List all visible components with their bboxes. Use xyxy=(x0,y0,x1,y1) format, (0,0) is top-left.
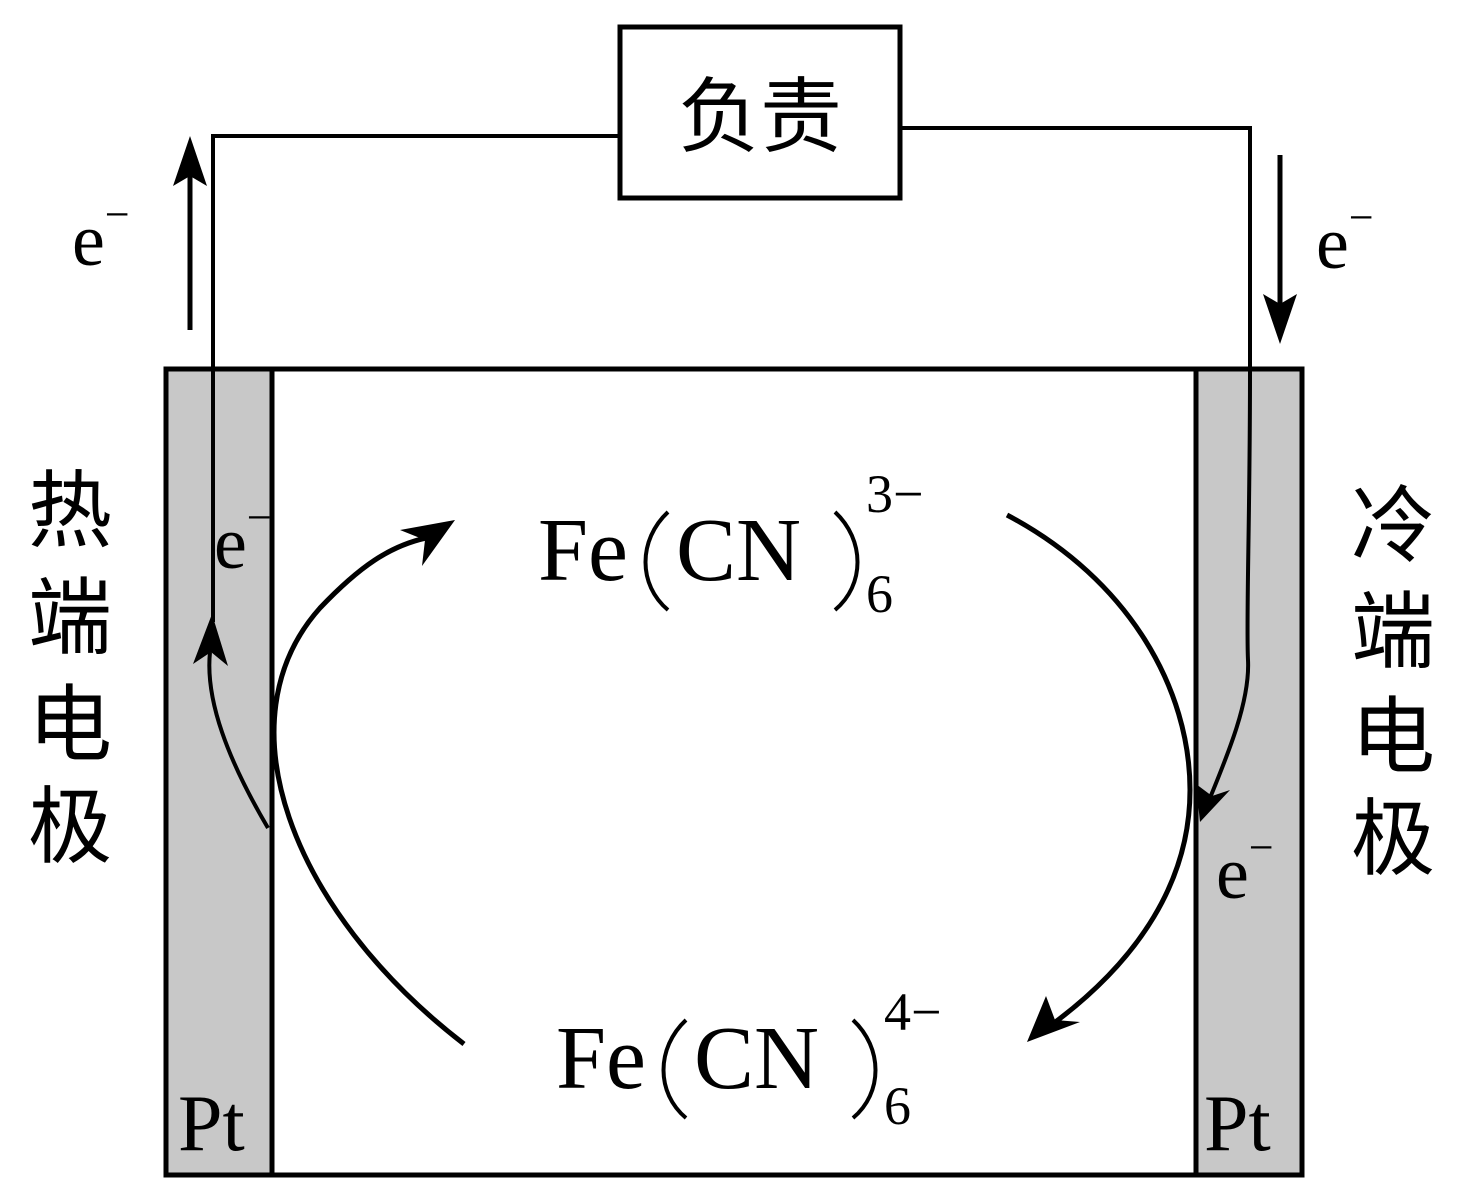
electrolyte-container xyxy=(163,366,1305,1178)
electron-label-cold-electrode: e− xyxy=(1216,823,1274,915)
electron-down-arrow-head xyxy=(1263,294,1297,344)
oxidation-arc-arrow xyxy=(271,535,466,1046)
hot-electrode-label: 热 端 电 极 xyxy=(28,462,112,876)
electron-up-arrow-head xyxy=(173,136,207,186)
ferrocyanide-open-paren xyxy=(661,1018,688,1120)
cold-electrode-arrowhead xyxy=(1196,784,1230,822)
load-box xyxy=(617,24,903,201)
ferrocyanide-subscript: 6 xyxy=(884,1076,911,1136)
hot-electrode-material: Pt xyxy=(178,1080,245,1168)
ferrocyanide-label: Fe CN 6 4− xyxy=(556,982,941,1136)
ferricyanide-open-paren xyxy=(643,510,670,612)
cold-electrode-label-char-4: 极 xyxy=(1351,790,1435,888)
hot-electrode-electron-arrow xyxy=(207,651,270,830)
ferricyanide-ligand: CN xyxy=(676,501,801,600)
hot-electrode-label-char-4: 极 xyxy=(28,778,112,876)
reduction-arc-arrowhead xyxy=(1027,996,1080,1042)
ferricyanide-prefix: Fe xyxy=(538,501,628,600)
electron-label-top-left: e− xyxy=(72,190,130,282)
hot-electrode-arrowhead xyxy=(193,614,228,666)
ferricyanide-label: Fe CN 6 3− xyxy=(538,464,923,624)
ferricyanide-charge: 3− xyxy=(866,464,923,524)
hot-electrode xyxy=(163,366,275,1178)
cold-electrode-label-char-1: 冷 xyxy=(1351,477,1435,575)
ferrocyanide-ligand: CN xyxy=(694,1009,819,1108)
ferrocyanide-charge: 4− xyxy=(884,982,941,1042)
wire-left xyxy=(211,134,620,622)
hot-electrode-label-char-2: 端 xyxy=(28,569,112,667)
cold-electrode-label: 冷 端 电 极 xyxy=(1351,477,1435,888)
electron-label-hot-electrode: e− xyxy=(214,493,272,585)
oxidation-arc-arrowhead xyxy=(400,520,455,566)
electron-label-top-right: e− xyxy=(1316,193,1374,285)
ferrocyanide-close-paren xyxy=(851,1018,878,1120)
hot-electrode-label-char-3: 电 xyxy=(28,676,112,774)
cold-electrode-label-char-2: 端 xyxy=(1351,583,1435,681)
ferrocyanide-prefix: Fe xyxy=(556,1009,646,1108)
reduction-arc-arrow xyxy=(1005,512,1193,1029)
cold-electrode-material: Pt xyxy=(1204,1080,1271,1168)
wire-right xyxy=(900,126,1252,811)
hot-electrode-label-char-1: 热 xyxy=(28,462,112,560)
ferricyanide-close-paren xyxy=(833,510,860,612)
load-label: 负责 xyxy=(678,70,842,165)
ferricyanide-subscript: 6 xyxy=(866,564,893,624)
cold-electrode-label-char-3: 电 xyxy=(1351,688,1435,786)
